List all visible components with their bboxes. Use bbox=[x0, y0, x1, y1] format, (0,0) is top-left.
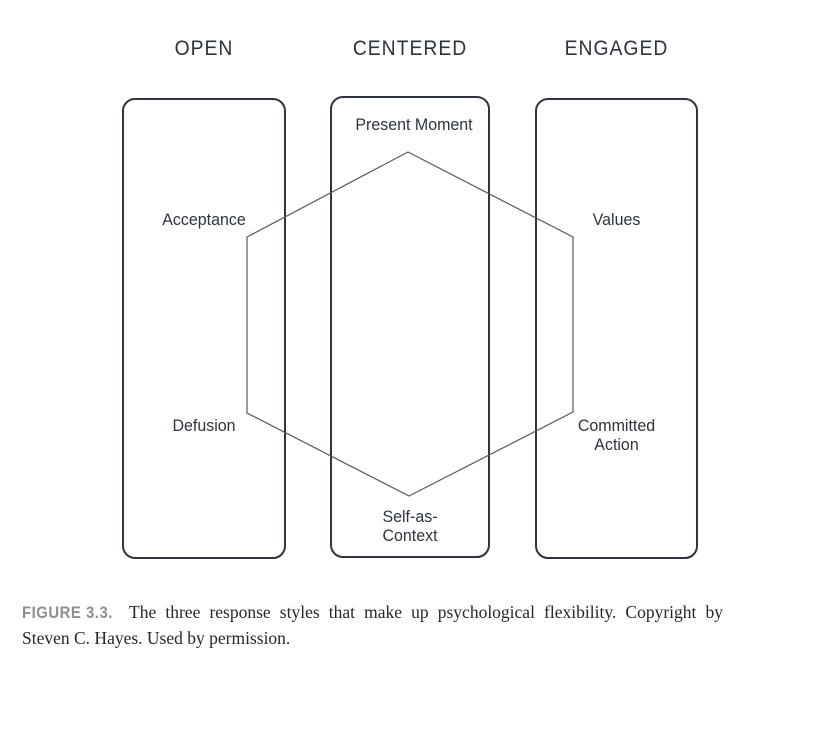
process-label-acceptance: Acceptance bbox=[162, 210, 246, 229]
figure-caption: FIGURE 3.3.The three response styles tha… bbox=[22, 600, 723, 651]
process-label-self-as-context: Self-as- Context bbox=[382, 507, 438, 545]
column-heading-engaged: ENGAGED bbox=[564, 37, 669, 60]
figure-caption-number: FIGURE 3.3. bbox=[22, 604, 113, 622]
process-label-defusion: Defusion bbox=[172, 416, 236, 435]
response-style-box-engaged bbox=[535, 98, 698, 559]
response-style-box-open bbox=[122, 98, 286, 559]
column-heading-centered: CENTERED bbox=[352, 37, 468, 60]
column-heading-open: OPEN bbox=[174, 37, 234, 60]
process-label-committed-action: Committed Action bbox=[577, 416, 656, 454]
process-label-values: Values bbox=[592, 210, 641, 229]
process-label-present-moment: Present Moment bbox=[355, 115, 473, 134]
response-style-box-centered bbox=[330, 96, 490, 558]
figure-caption-text: The three response styles that make up p… bbox=[22, 602, 723, 648]
